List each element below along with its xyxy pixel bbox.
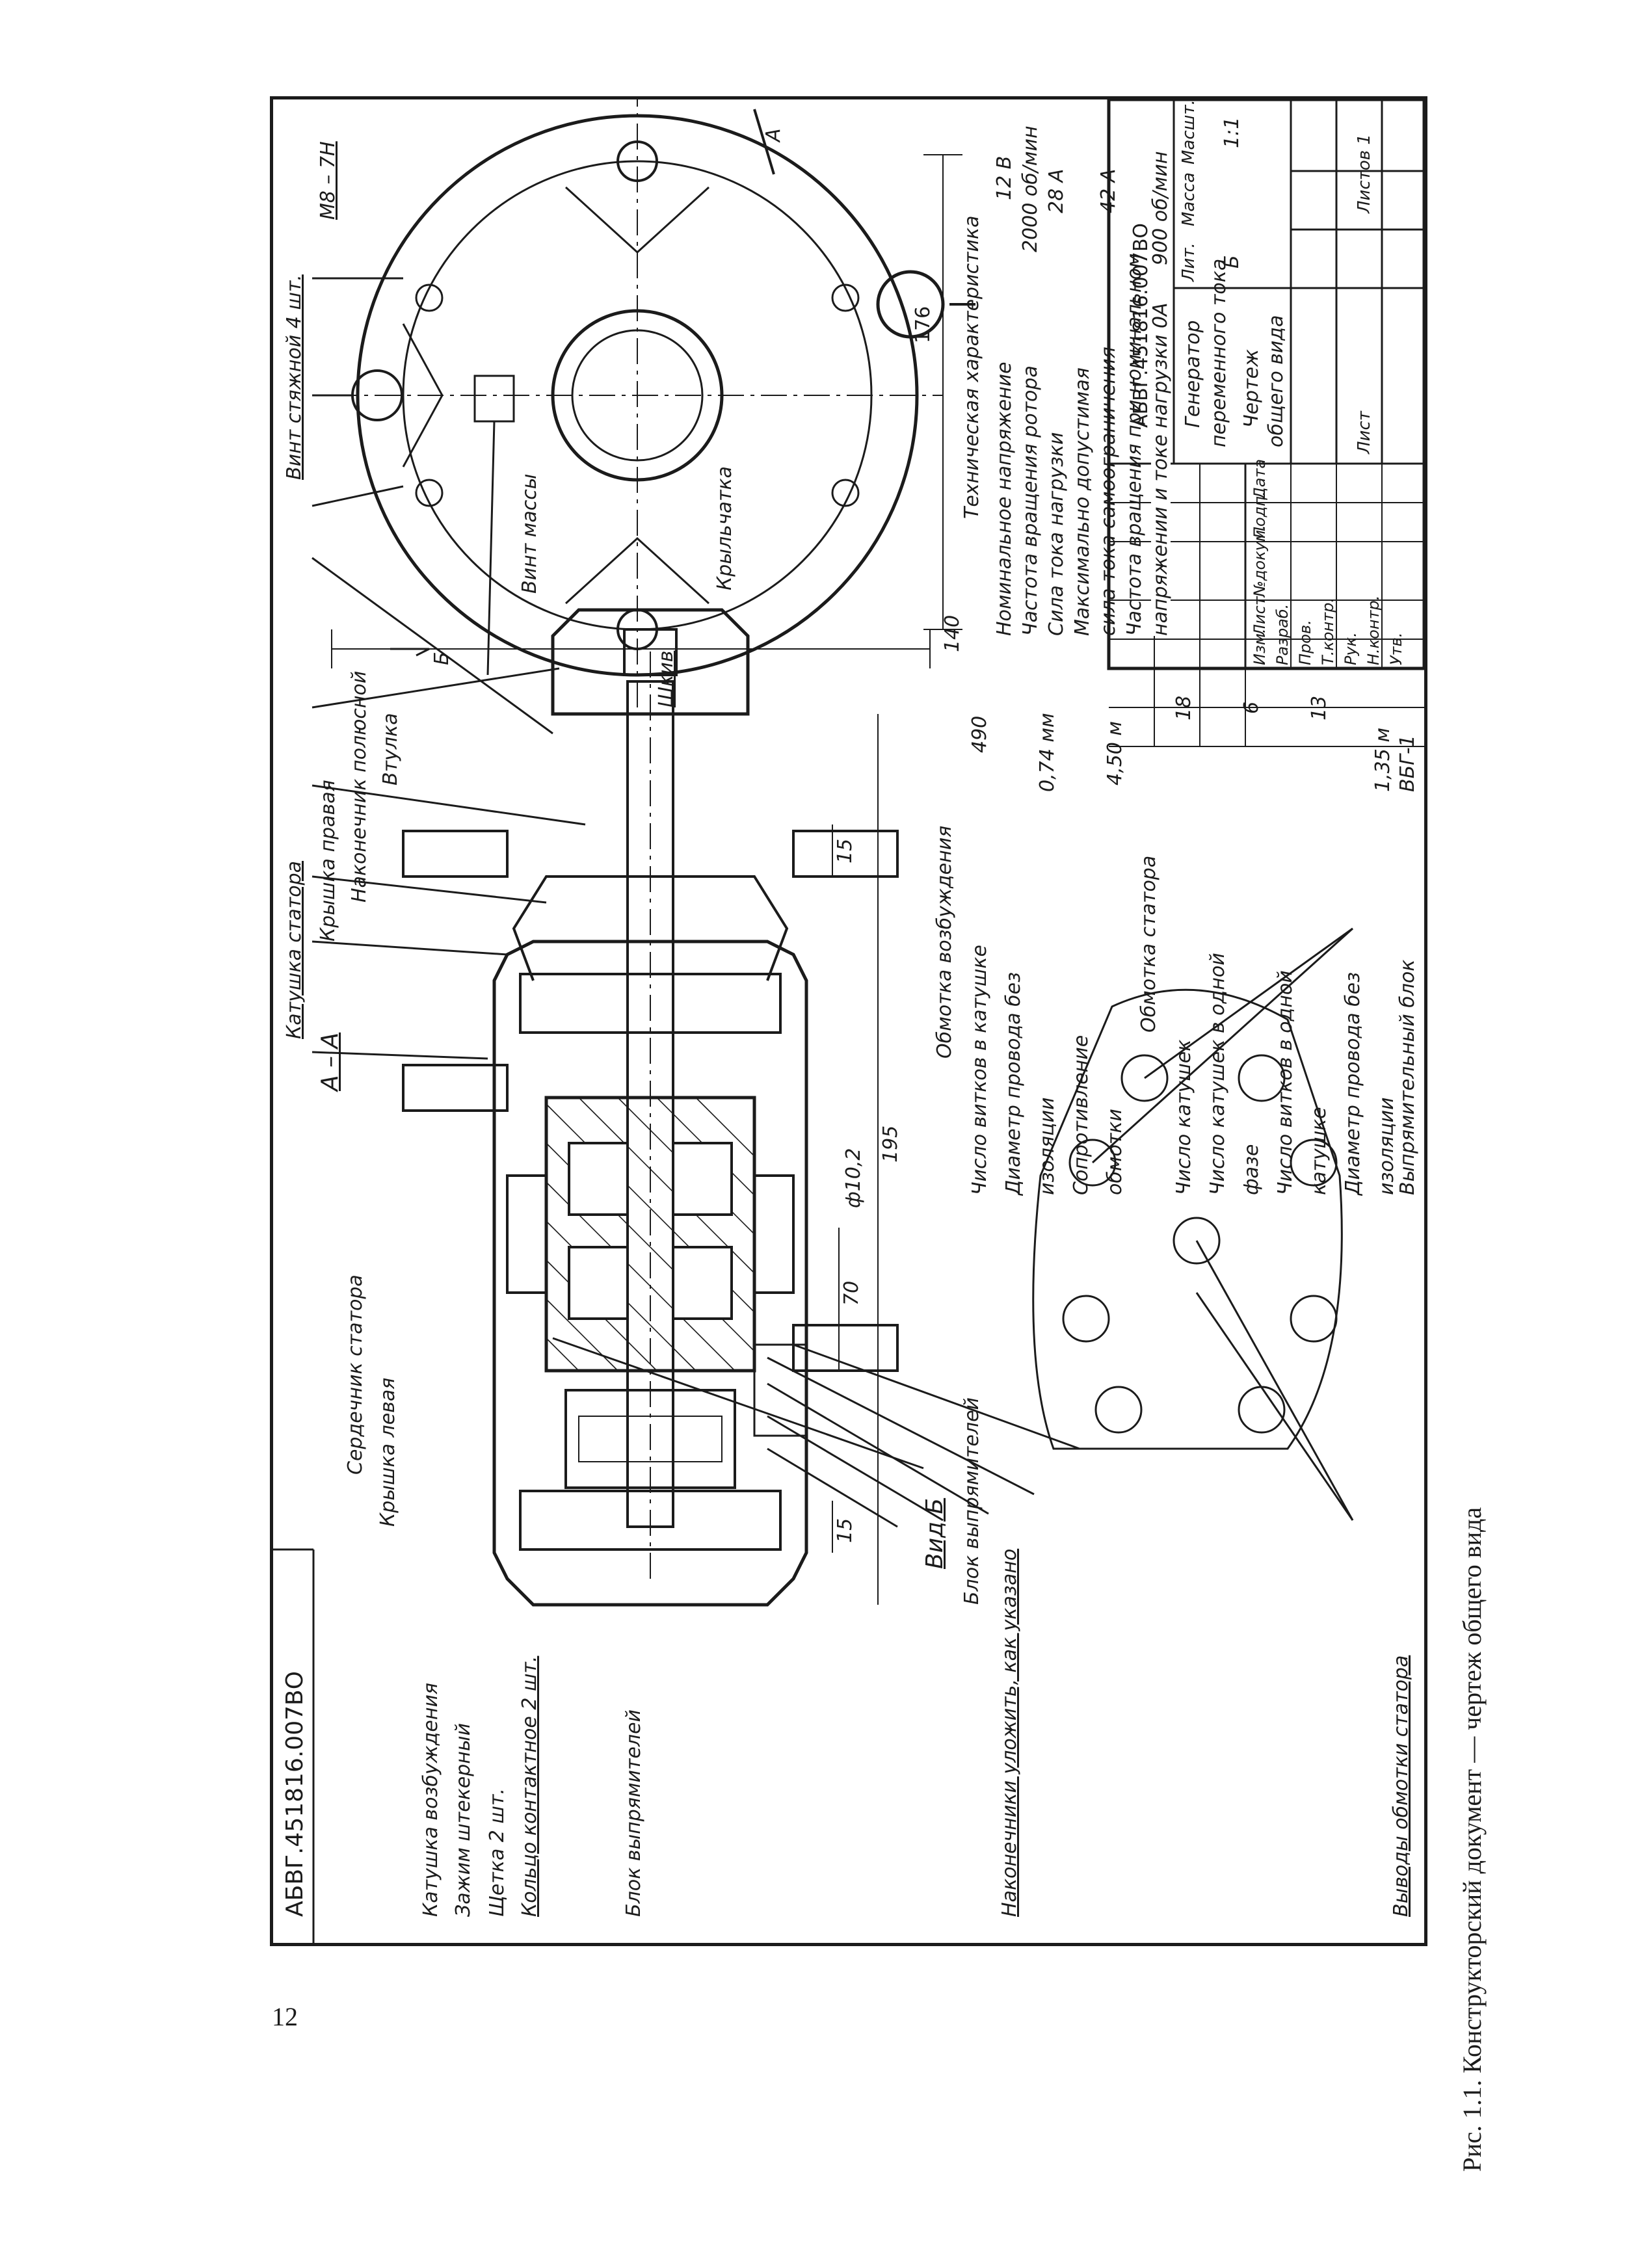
stator-row-3: Число витков в одной bbox=[1274, 970, 1297, 1195]
vozb-val-2: 0,74 мм bbox=[1036, 713, 1059, 792]
label-blok: Блок выпрямителей bbox=[622, 1709, 645, 1917]
figure-caption: Рис. 1.1. Конструкторский документ — чер… bbox=[1457, 1507, 1487, 2172]
stator-val-4: 13 bbox=[1308, 695, 1331, 720]
label-serdechnik: Сердечник статора bbox=[344, 1274, 367, 1475]
label-vint-massy: Винт массы bbox=[518, 473, 541, 594]
stator-row-6: изоляции bbox=[1375, 1097, 1398, 1195]
vozb-row-3: Сопротивление bbox=[1070, 1035, 1093, 1195]
stator-row-0: Число катушек bbox=[1173, 1039, 1195, 1195]
stator-val-6: 1,35 м bbox=[1372, 728, 1394, 792]
tb-masht: Масшт. bbox=[1179, 99, 1199, 165]
label-katushka-vozb: Катушка возбуждения bbox=[419, 1682, 442, 1917]
label-katushka-statora: Катушка статора bbox=[283, 860, 306, 1039]
tb-listov: Листов 1 bbox=[1355, 134, 1374, 213]
tb-name-1: Генератор bbox=[1182, 320, 1204, 428]
tech-val-2: 28 А bbox=[1045, 168, 1068, 213]
label-vtulka: Втулка bbox=[379, 713, 402, 786]
drawing-graphics bbox=[273, 99, 1424, 1943]
tech-val-1: 2000 об/мин bbox=[1019, 125, 1042, 252]
vozb-row-0: Число витков в катушке bbox=[968, 945, 991, 1195]
tech-row-4: сила тока самоограничения bbox=[1097, 347, 1120, 636]
stator-val-7: ВБГ-1 bbox=[1396, 735, 1419, 792]
vozb-val-4: 4,50 м bbox=[1104, 721, 1126, 785]
view-b-drawing bbox=[1032, 927, 1354, 1521]
page-number: 12 bbox=[272, 2002, 298, 2031]
view-b-title: Вид Б bbox=[921, 1497, 948, 1569]
tech-val-6: 900 об/мин bbox=[1149, 151, 1172, 265]
tech-val-4: 42 А bbox=[1097, 168, 1120, 213]
stator-val-2: 6 bbox=[1240, 701, 1263, 714]
tech-row-0: Номинальное напряжение bbox=[993, 362, 1016, 636]
dim-195: 195 bbox=[879, 1125, 902, 1163]
rotated-sheet: АБВГ.451816.007ВО А – А Вид Б Сердечник … bbox=[273, 99, 1424, 1943]
tb-role-2: Т.контр. bbox=[1319, 597, 1337, 665]
tb-role-4: Н.контр. bbox=[1364, 595, 1383, 665]
arrow-a-label: А bbox=[762, 128, 785, 142]
note-nakonechniki: Наконечники уложить, как указано bbox=[998, 1548, 1021, 1917]
stator-title: Обмотка статора bbox=[1137, 855, 1160, 1033]
label-zazhim: Зажим штекерный bbox=[452, 1722, 475, 1917]
label-vint-styazhnoy: Винт стяжной 4 шт. bbox=[283, 274, 306, 480]
label-shkiv: Шкив bbox=[655, 650, 678, 707]
tech-row-3: Максимально допустимая bbox=[1071, 367, 1094, 636]
label-koltso: Кольцо контактное 2 шт. bbox=[518, 1655, 541, 1917]
tb-massa: Масса bbox=[1179, 172, 1199, 226]
tech-row-2: Сила тока нагрузки bbox=[1045, 432, 1068, 636]
tb-hdr-4: Дата bbox=[1251, 458, 1269, 499]
stator-val-0: 18 bbox=[1173, 695, 1195, 720]
label-kryshka-pravaya: Крышка правая bbox=[317, 780, 339, 942]
dim-70: 70 bbox=[840, 1280, 863, 1306]
dim-15-right: 15 bbox=[834, 838, 856, 864]
label-kryshka-levaya: Крышка левая bbox=[377, 1377, 399, 1527]
label-shchetka: Щетка 2 шт. bbox=[486, 1788, 509, 1917]
drawing-frame: АБВГ.451816.007ВО А – А Вид Б Сердечник … bbox=[270, 96, 1427, 1946]
vozb-row-4: обмотки bbox=[1104, 1109, 1126, 1195]
vozb-row-1: Диаметр провода без bbox=[1002, 971, 1025, 1195]
dim-phi: ф10,2 bbox=[842, 1148, 865, 1208]
end-view-drawing bbox=[312, 99, 975, 707]
note-blok-vypr: Блок выпрямителей bbox=[961, 1397, 983, 1605]
dim-15-left: 15 bbox=[834, 1518, 856, 1543]
section-aa-title: А – А bbox=[317, 1032, 343, 1091]
stator-row-1: Число катушек в одной bbox=[1206, 953, 1229, 1195]
stator-row-5: Диаметр провода без bbox=[1342, 971, 1364, 1195]
vozb-row-2: изоляции bbox=[1036, 1097, 1059, 1195]
tech-title: Техническая характеристика bbox=[961, 215, 983, 519]
doc-code-rotated: АБВГ.451816.007ВО bbox=[282, 1670, 308, 1917]
tb-scale: 1:1 bbox=[1221, 116, 1243, 148]
tb-doc-1: Чертеж bbox=[1240, 349, 1263, 428]
tb-doc-2: общего вида bbox=[1265, 315, 1288, 447]
label-krylchatka: Крыльчатка bbox=[713, 466, 736, 590]
tb-role-1: Пров. bbox=[1296, 620, 1314, 665]
vozb-title: Обмотка возбуждения bbox=[933, 825, 956, 1059]
tech-row-6: напряжении и токе нагрузки 0А bbox=[1149, 302, 1172, 636]
section-aa-drawing bbox=[312, 557, 1080, 1607]
dim-140: 140 bbox=[941, 614, 964, 652]
tb-list: Лист bbox=[1355, 411, 1374, 454]
label-m8: М8 – 7Н bbox=[317, 141, 339, 220]
tech-row-1: Частота вращения ротора bbox=[1019, 365, 1042, 636]
arrow-b-label: Б bbox=[431, 652, 453, 665]
stator-row-7: Выпрямительный блок bbox=[1396, 959, 1419, 1195]
tb-role-5: Утв. bbox=[1387, 632, 1405, 665]
tech-val-0: 12 В bbox=[993, 155, 1016, 200]
stator-row-4: катушке bbox=[1308, 1107, 1331, 1195]
vozb-val-0: 490 bbox=[968, 715, 991, 753]
tb-code: АБВГ.451816.007ВО bbox=[1130, 222, 1152, 428]
stator-row-2: фазе bbox=[1240, 1144, 1263, 1195]
label-nakonechnik: Наконечник полюсной bbox=[348, 670, 371, 903]
tb-hdr-1: Лист bbox=[1251, 596, 1269, 636]
tb-role-3: Рук. bbox=[1342, 632, 1360, 665]
tb-lit: Лит. bbox=[1179, 243, 1199, 282]
tb-role-0: Разраб. bbox=[1273, 603, 1292, 665]
tb-lit-val: Б bbox=[1221, 255, 1243, 269]
dim-176: 176 bbox=[912, 306, 935, 343]
note-vyvody: Выводы обмотки статора bbox=[1390, 1655, 1412, 1917]
tb-name-2: переменного тока bbox=[1208, 258, 1230, 447]
